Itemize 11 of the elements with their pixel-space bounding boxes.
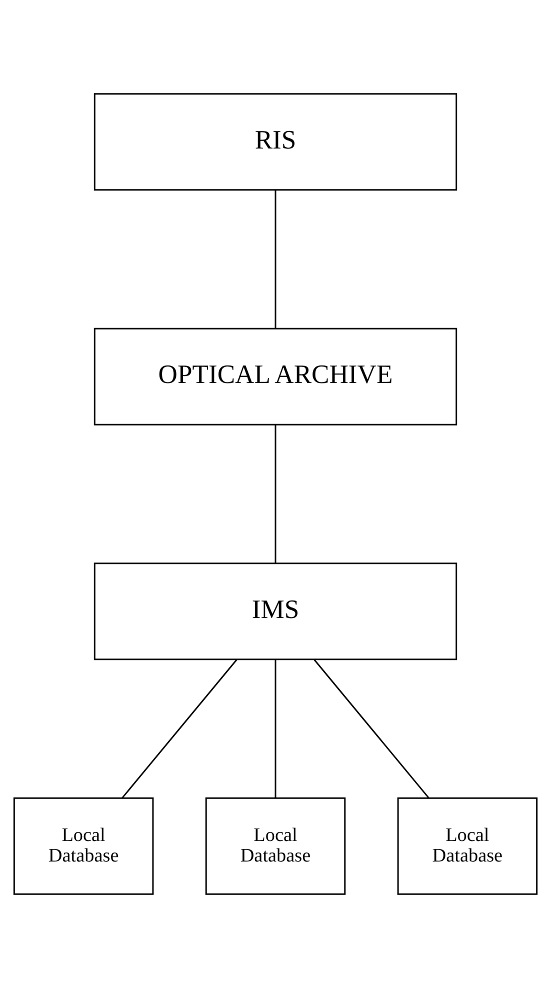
connector <box>314 659 430 798</box>
connector <box>274 190 276 328</box>
node-box: Local Database <box>13 797 154 895</box>
connector <box>122 659 238 798</box>
node-box: Local Database <box>205 797 346 895</box>
node-box: OPTICAL ARCHIVE <box>94 328 458 426</box>
node-box: RIS <box>94 93 458 191</box>
connector <box>274 660 276 798</box>
node-box: IMS <box>94 562 458 660</box>
connector <box>274 425 276 564</box>
node-box: Local Database <box>397 797 538 895</box>
